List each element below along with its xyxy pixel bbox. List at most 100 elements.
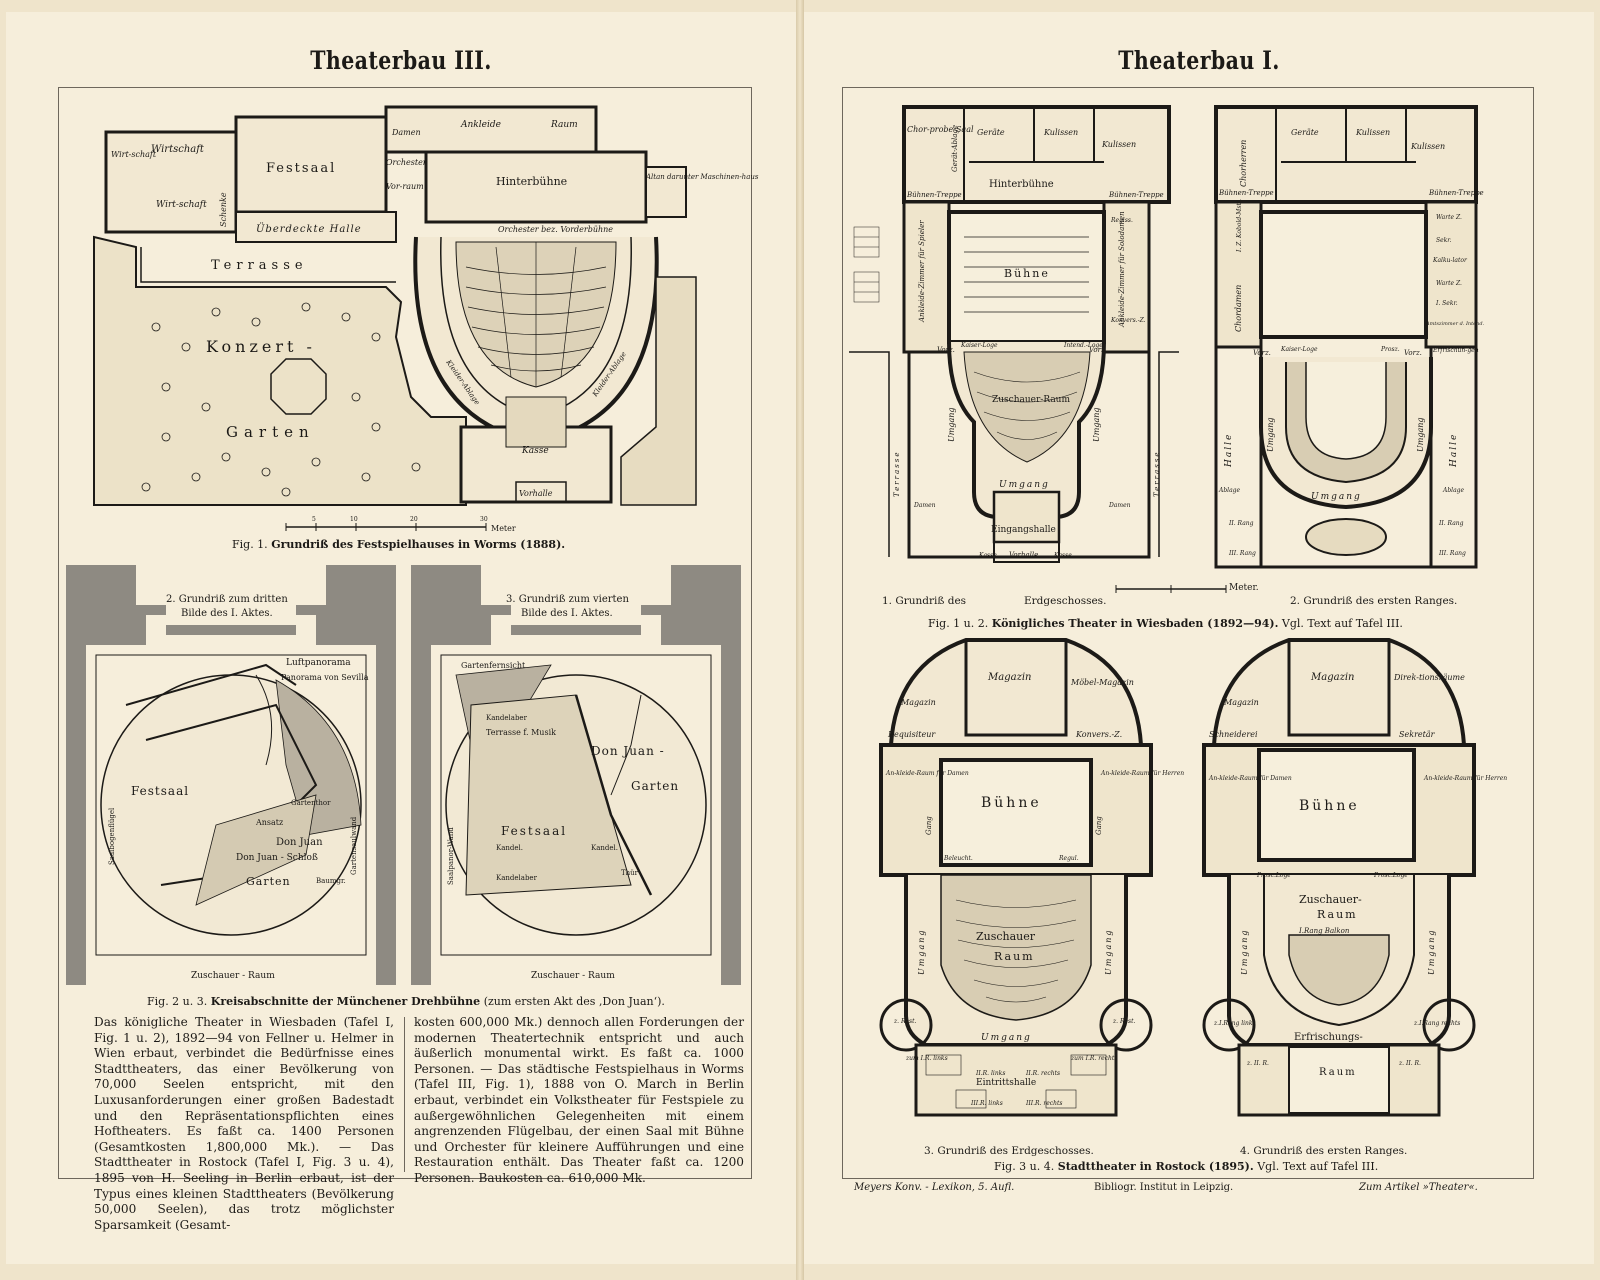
label-festsaal: Festsaal [266,161,336,176]
r-fig34-caption-bold: Stadttheater in Rostock (1895). [1057,1160,1254,1173]
w1-label-vorz-l: Vorz. [937,346,955,354]
w1-label-ankleide-l: Ankleide-Zimmer für Spieler [918,220,926,323]
scale-tick-30: 30 [480,516,488,523]
r4-label-buehne: Bühne [1299,798,1360,814]
garden-shrubs [141,302,421,497]
w-fig12-caption: Fig. 1 u. 2. Königliches Theater in Wies… [928,617,1403,630]
w2-label-halle-r: Halle [1449,433,1459,468]
fig2-label-luftpanorama: Luftpanorama [286,658,351,668]
right-page: Theaterbau I. [804,12,1594,1264]
fig3-footer: Zuschauer - Raum [531,971,615,981]
r4-label-ankleide-l: An-kleide-Raum für Damen [1208,775,1292,782]
w1-label-terrasse-l: Terrasse [893,451,901,497]
fig3-label-gartenfernsicht: Gartenfernsicht [461,661,526,670]
w2-label-kulissen1: Kulissen [1355,128,1390,137]
label-garten: Garten [226,423,315,441]
label-halle: Überdeckte Halle [256,223,362,235]
label-orchester: Orchester [386,158,428,167]
fig3-label-kandelaber: Kandelaber [486,714,528,722]
wing-festsaal [234,115,388,214]
r4-label-rang-links: z.I.Rang links [1213,1020,1256,1027]
label-wirtschaft2: Wirt-schaft [156,200,207,210]
w1-label-vorz-r: Vorz. [1089,346,1107,354]
label-hinterbuehne: Hinterbühne [496,175,567,188]
fig2-label-saalbogenfluegel: Saalbogenflügel [108,807,116,865]
right-garden [620,276,697,506]
r4-label-direktionsraeume: Direk-tionsräume [1393,673,1465,682]
r3-label-umgang-l: Umgang [917,929,926,976]
w1-label-umgang-l: Umgang [947,408,956,443]
w1-label-intend-loge: Intend.-Loge [1063,342,1103,349]
footer-center: Bibliogr. Institut in Leipzig. [1094,1182,1234,1193]
w1-label-terrasse-r: Terrasse [1153,451,1161,497]
wing-altan [645,166,687,218]
fig3-label-kandel-1: Kandel. [496,844,523,852]
fig2-label-don-juan: Don Juan [276,837,323,848]
w2-label-ablage-r: Ablage [1442,487,1465,494]
fig3-label-thuer: Thür [621,869,639,877]
scale-tick-5: 5 [312,516,316,523]
vorhalle-block [515,481,567,503]
r4-label-raum2: Raum [1319,1067,1357,1078]
w1-label-umgang-b: Umgang [999,480,1050,490]
r3-label-beleucht: Beleucht. [943,855,973,862]
w1-label-damen-l: Damen [913,502,936,509]
r3-label-rlinks3: III.R. links [970,1100,1003,1107]
fig2-label-gartenthor: Gartenthor [291,799,331,807]
w-fig1-caption-left: 1. Grundriß des [882,595,967,607]
w2-label-ablage-l: Ablage [1218,487,1241,494]
w-fig1-scale-unit: Meter. [1229,583,1259,593]
r3-label-zuschauer: Zuschauer [976,930,1036,943]
w-fig2-caption: 2. Grundriß des ersten Ranges. [1290,595,1458,607]
r4-label-balkon: I.Rang Balkon [1298,927,1350,935]
r3-label-requisiteur: Requisiteur [887,730,936,739]
w1-label-buehne: Bühne [1004,267,1050,280]
w1-label-damen-r: Damen [1108,502,1131,509]
w2-label-kalkulator: Kalku-lator [1432,257,1468,264]
fig1-caption: Fig. 1. Grundriß des Festspielhauses in … [232,538,565,551]
left-page: Theaterbau III. [6,12,796,1264]
w2-label-umgang-l: Umgang [1266,418,1275,453]
fig3-rostock-ground-plan: Magazin Magazin Möbel-Magazin Requisiteu… [879,638,1184,1117]
fig2-wiesbaden-first-tier: Chorherren Geräte Kulissen Kulissen Bühn… [1214,105,1485,569]
w-fig1-caption-mid: Erdgeschosses. [1024,595,1107,607]
w1-label-eingangshalle: Eingangshalle [991,525,1056,535]
r-fig4-caption: 4. Grundriß des ersten Ranges. [1240,1145,1408,1157]
w-fig12-caption-prefix: Fig. 1 u. 2. [928,617,989,630]
fig3-drehbuehne-plan: 3. Grundriß zum vierten Bilde des I. Akt… [411,565,741,985]
fig2-wall [66,565,396,985]
fig2-label-panorama: Panorama von Sevilla [281,673,369,682]
fig23-caption-bold: Kreisabschnitte der Münchener Drehbühne [210,995,481,1008]
r3-label-gang-r: Gang [1095,816,1103,835]
r4-label-zii-l: z. II. R. [1246,1060,1269,1067]
w1-label-kaiser-loge: Kaiser-Loge [960,342,998,349]
w2-label-geraete: Geräte [1291,128,1319,137]
label-vorhalle: Vorhalle [519,489,553,498]
r3-label-rrechts3: III.R. rechts [1025,1100,1062,1107]
r4-label-umgang-l: Umgang [1240,929,1249,976]
r3-label-moebel: Möbel-Magazin [1070,678,1134,687]
r3-label-regul: Regul. [1058,855,1079,862]
w2-label-amtszimmer: Amtszimmer d. Intend. [1425,321,1485,327]
book-gutter [796,0,804,1280]
w2-label-kobold: I. Z. Kobold-Mstr. [1236,199,1243,253]
r4-label-umgang-r: Umgang [1427,929,1436,976]
w2-label-buehnentreppe-l: Bühnen-Treppe [1218,189,1274,197]
r3-label-umgang-r: Umgang [1104,929,1113,976]
label-vorraum: Vor-raum [386,182,424,191]
fig3-label-kandel-2: Kandel. [591,844,618,852]
r3-label-zum-links: zum I.R. links [905,1055,948,1062]
w1-label-kasse-l: Kasse [978,552,997,559]
w1-label-hinterbuehne: Hinterbühne [989,179,1054,190]
r3-label-magazin-top: Magazin [987,672,1031,683]
fig2-label-garten: Garten [246,875,291,888]
w2-label-chordamen: Chordamen [1234,285,1243,332]
w1-label-ankleide-r: Ankleide-Zimmer für Solodamen [1118,211,1126,328]
r3-label-zrest-l: z. Rest. [893,1018,917,1025]
fig3-label-terrasse-musik: Terrasse f. Musik [486,728,556,737]
r3-label-ankleide-r: An-kleide-Raum für Herren [1100,770,1184,777]
r4-label-raum: Raum [1317,908,1358,921]
r4-label-zii-r: z. II. R. [1398,1060,1421,1067]
w1-label-kulissen2: Kulissen [1101,140,1136,149]
w1-label-umgang-r: Umgang [1092,408,1101,443]
